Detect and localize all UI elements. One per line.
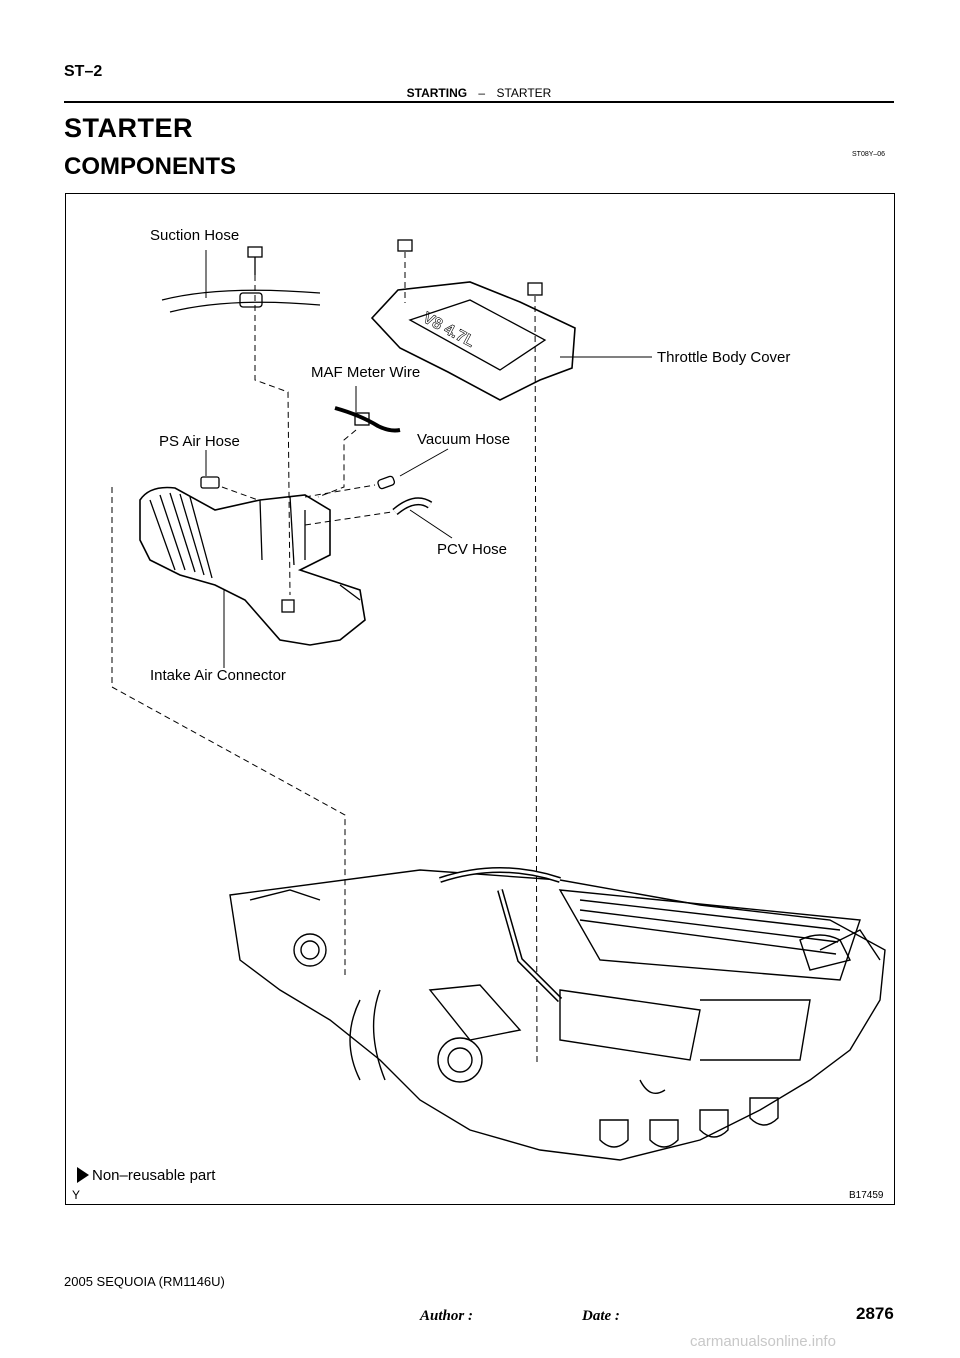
throttle-body-cover-drawing xyxy=(370,281,576,401)
components-figure xyxy=(65,193,895,1205)
page-title: STARTER xyxy=(64,113,193,143)
watermark: carmanualsonline.info xyxy=(690,1333,836,1350)
chapter-name: STARTING xyxy=(406,86,468,100)
callout-maf-meter-wire: MAF Meter Wire xyxy=(311,364,421,381)
maf-meter-wire-drawing xyxy=(334,406,401,433)
footer-model: 2005 SEQUOIA (RM1146U) xyxy=(64,1274,225,1289)
legend-label: Non–reusable part xyxy=(92,1167,216,1184)
callout-intake-air-connector: Intake Air Connector xyxy=(150,667,286,684)
section-name: STARTER xyxy=(496,86,552,100)
callout-throttle-body-cover: Throttle Body Cover xyxy=(657,349,791,366)
bolt-icon xyxy=(247,246,263,258)
figure-y-mark: Y xyxy=(72,1188,81,1202)
intake-air-connector-drawing xyxy=(139,486,366,646)
callout-vacuum-hose: Vacuum Hose xyxy=(417,431,511,448)
header-rule xyxy=(64,101,894,103)
section-id: ST–2 xyxy=(64,63,103,80)
callout-suction-hose: Suction Hose xyxy=(150,227,240,244)
document-code: ST08Y–06 xyxy=(852,151,886,158)
non-reusable-part-icon xyxy=(77,1167,89,1183)
bolt-icon xyxy=(397,239,413,252)
vacuum-hose-drawing xyxy=(377,475,396,490)
page-number: 2876 xyxy=(856,1304,894,1323)
suction-hose-clamp xyxy=(239,292,263,308)
running-header: STARTING – STARTER xyxy=(64,86,894,100)
footer-author-label: Author : xyxy=(420,1308,473,1324)
callout-ps-air-hose: PS Air Hose xyxy=(159,433,240,450)
ps-air-hose-clamp xyxy=(200,476,220,489)
engine-assembly-drawing xyxy=(229,867,886,1161)
figure-number: B17459 xyxy=(849,1190,884,1201)
nut-icon xyxy=(527,282,543,296)
suction-hose-drawing xyxy=(161,289,321,301)
header-separator: – xyxy=(478,86,486,100)
section-subtitle: COMPONENTS xyxy=(64,153,237,180)
callout-pcv-hose: PCV Hose xyxy=(437,541,508,558)
legend: Non–reusable part xyxy=(77,1167,215,1184)
footer-date-label: Date : xyxy=(582,1308,620,1324)
